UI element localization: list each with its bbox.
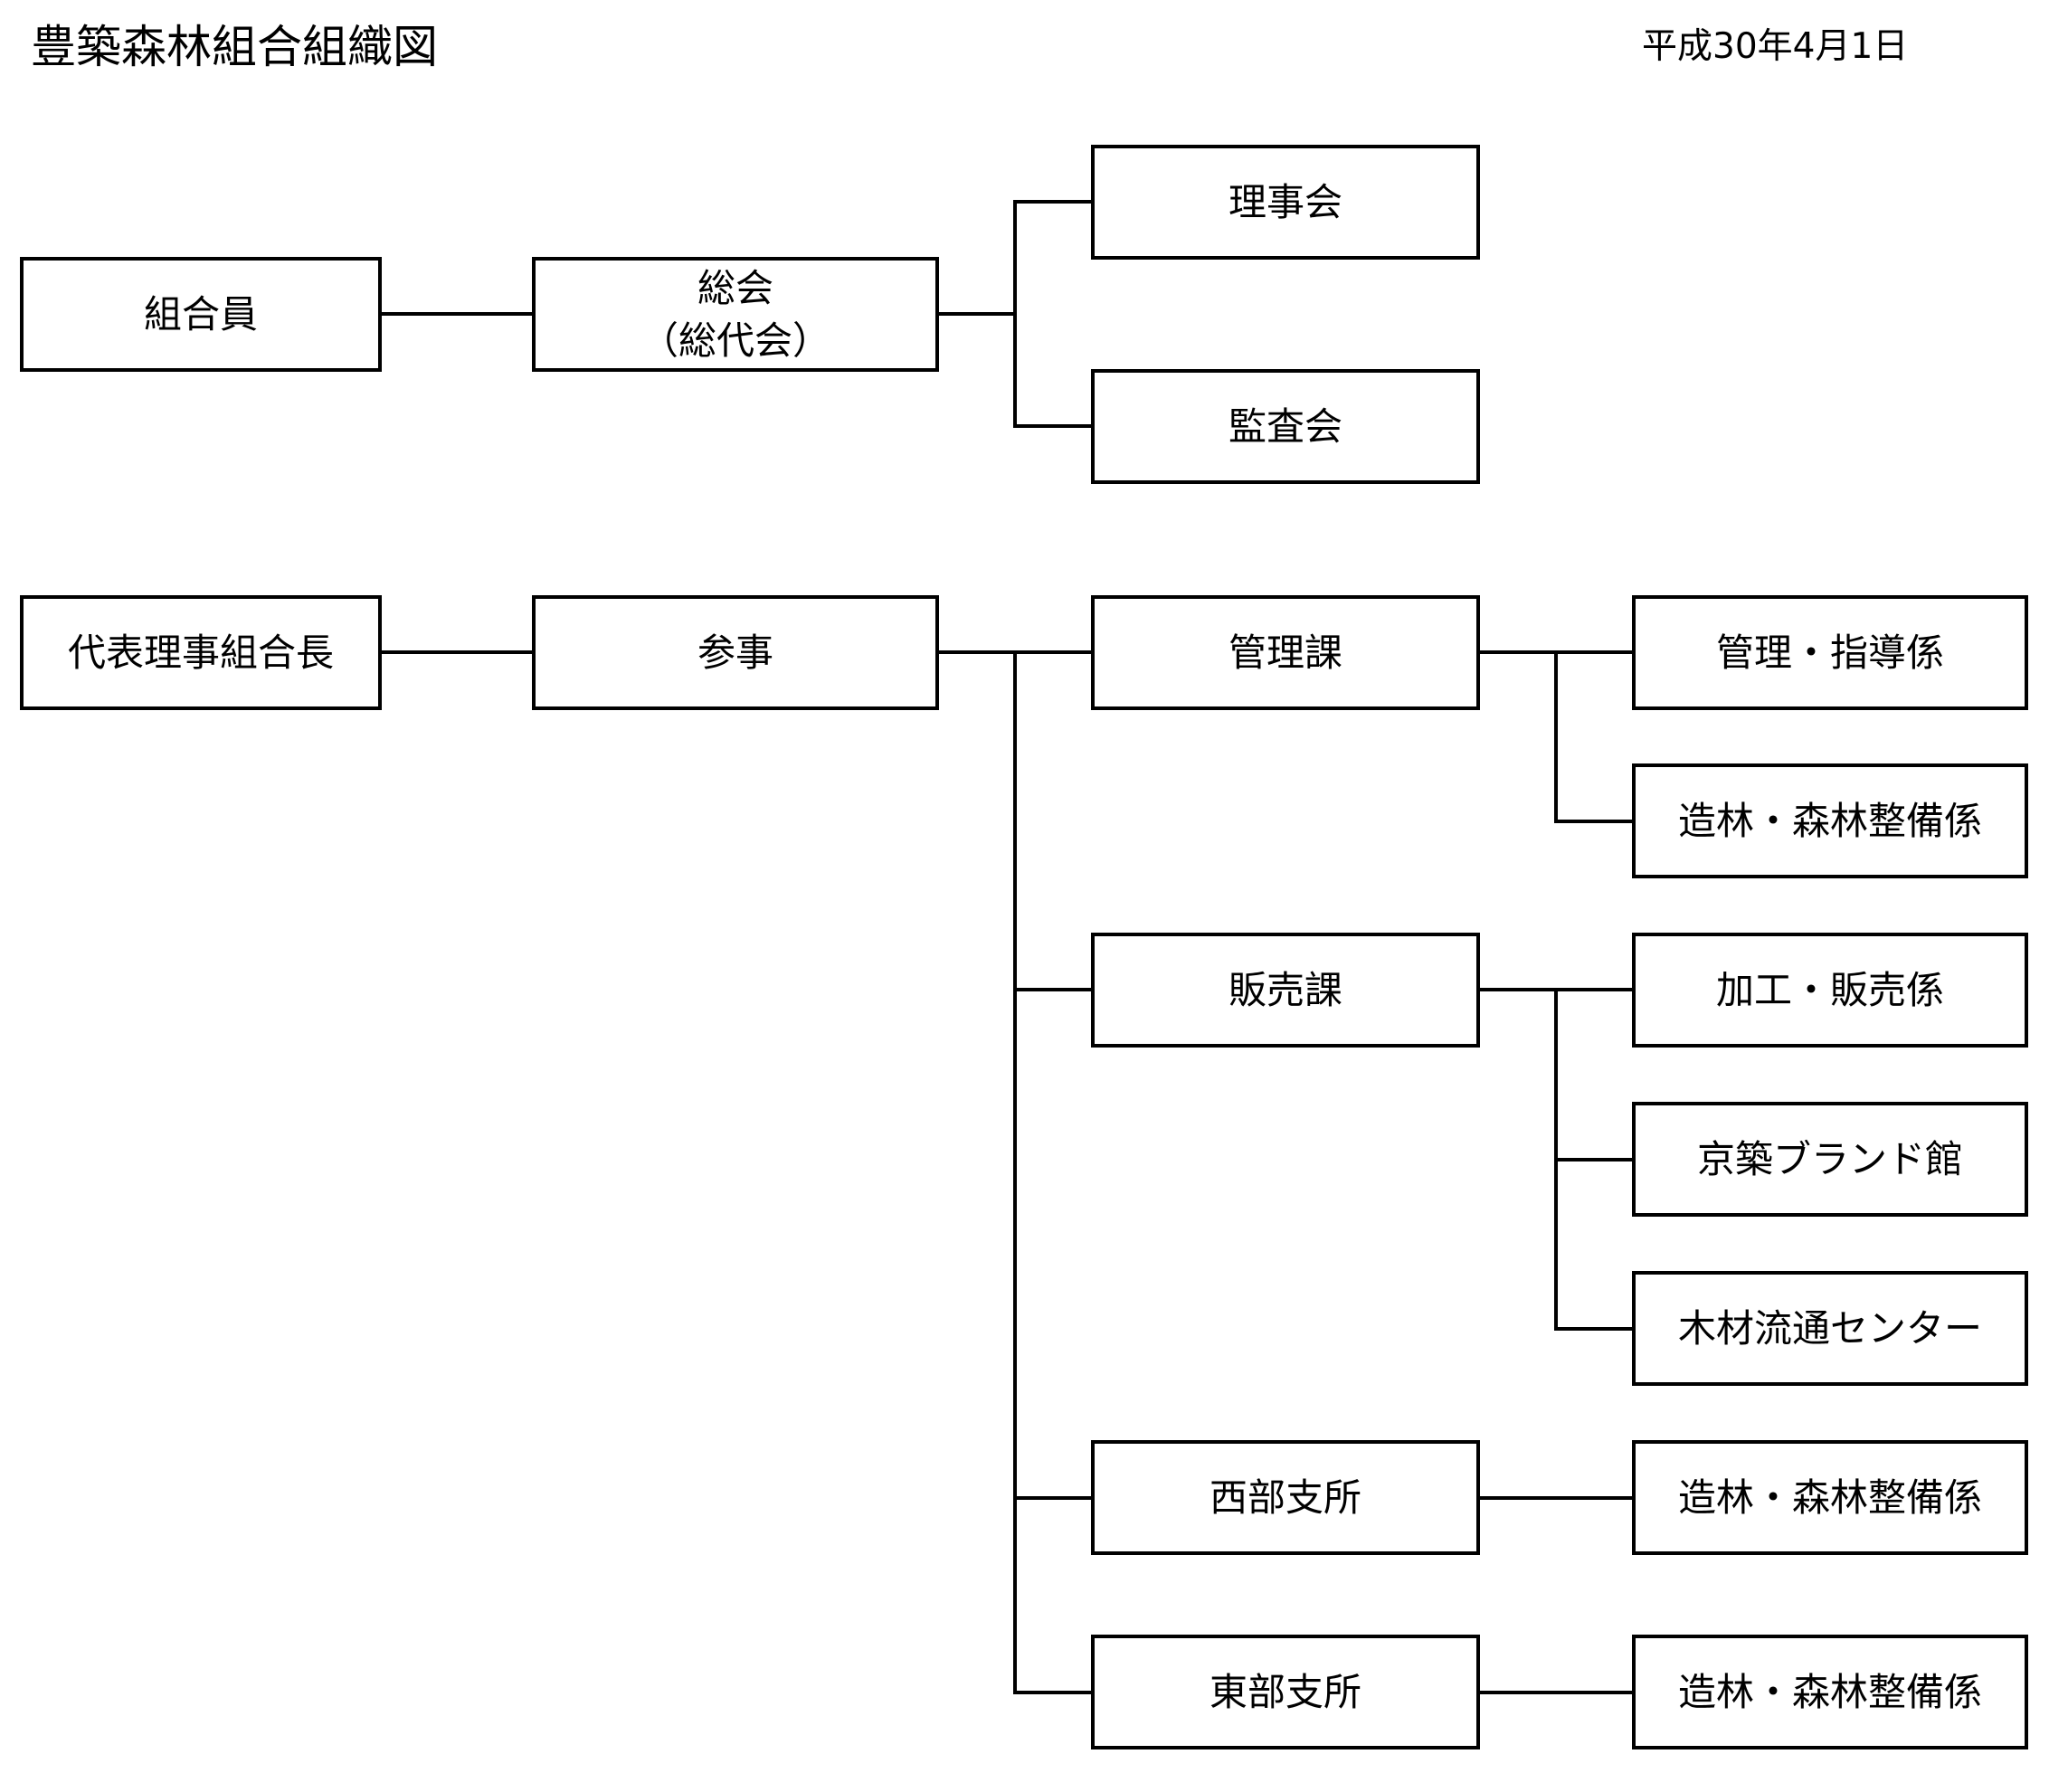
unit-box: 加工・販売係 [1632, 933, 2028, 1048]
management-division-label: 管理課 [1228, 630, 1342, 675]
audit-label: 監査会 [1228, 403, 1342, 449]
east-branch-label: 東部支所 [1209, 1669, 1361, 1714]
west-branch-box: 西部支所 [1091, 1440, 1480, 1555]
unit-box: 管理・指導係 [1632, 595, 2028, 710]
effective-date: 平成30年4月1日 [1642, 26, 1909, 67]
board-label: 理事会 [1228, 179, 1342, 224]
members-box: 組合員 [20, 257, 382, 372]
unit-box: 木材流通センター [1632, 1271, 2028, 1386]
management-division-box: 管理課 [1091, 595, 1480, 710]
councilor-box: 参事 [532, 595, 939, 710]
councilor-label: 参事 [697, 630, 773, 675]
unit-label: 管理・指導係 [1715, 630, 1944, 675]
unit-label: 木材流通センター [1677, 1305, 1982, 1351]
president-label: 代表理事組合長 [67, 630, 334, 675]
east-branch-box: 東部支所 [1091, 1635, 1480, 1749]
sales-division-label: 販売課 [1228, 967, 1342, 1012]
general-meeting-box: 総会 （総代会） [532, 257, 939, 372]
unit-box: 京築ブランド館 [1632, 1102, 2028, 1217]
unit-label: 造林・森林整備係 [1677, 1474, 1982, 1520]
audit-box: 監査会 [1091, 369, 1480, 484]
west-branch-label: 西部支所 [1209, 1474, 1361, 1520]
general-meeting-label: 総会 [697, 265, 773, 310]
sales-division-box: 販売課 [1091, 933, 1480, 1048]
unit-label: 造林・森林整備係 [1677, 798, 1982, 843]
unit-label: 造林・森林整備係 [1677, 1669, 1982, 1714]
page-title: 豊築森林組合組織図 [31, 21, 438, 73]
board-box: 理事会 [1091, 145, 1480, 260]
members-label: 組合員 [143, 291, 258, 337]
unit-label: 京築ブランド館 [1696, 1136, 1963, 1181]
unit-box: 造林・森林整備係 [1632, 763, 2028, 878]
unit-box: 造林・森林整備係 [1632, 1635, 2028, 1749]
unit-box: 造林・森林整備係 [1632, 1440, 2028, 1555]
general-meeting-sublabel: （総代会） [640, 318, 830, 363]
unit-label: 加工・販売係 [1715, 967, 1944, 1012]
president-box: 代表理事組合長 [20, 595, 382, 710]
